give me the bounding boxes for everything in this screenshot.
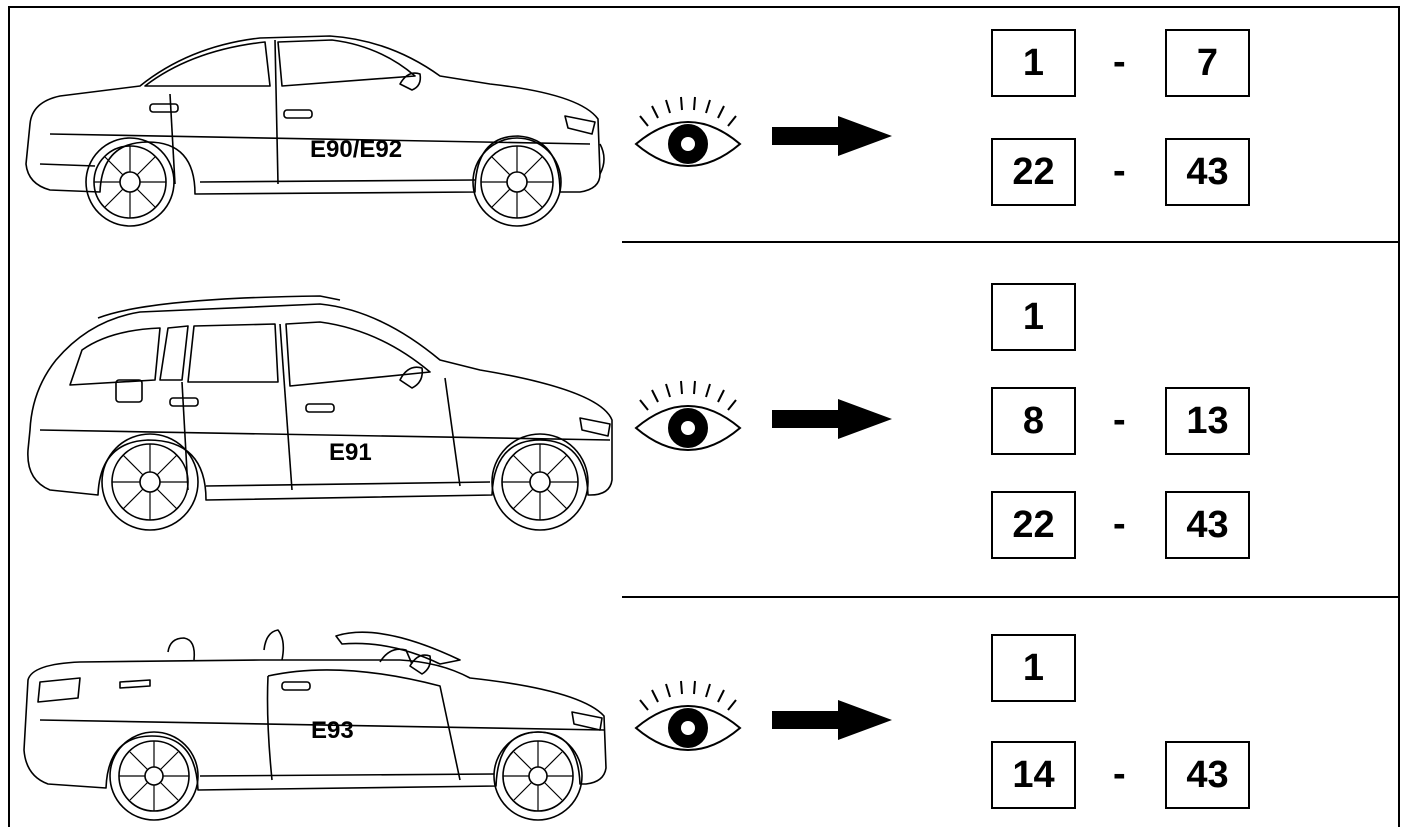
sedan-car-illustration	[20, 24, 610, 234]
range-end-box: 43	[1165, 741, 1250, 809]
arrow-right-icon	[772, 399, 892, 439]
range-dash: -	[1113, 503, 1126, 545]
range-dash: -	[1113, 399, 1126, 441]
arrow-right-icon	[772, 116, 892, 156]
model-label: E90/E92	[310, 136, 403, 163]
range-start-box: 1	[991, 283, 1076, 351]
diagram-frame	[8, 6, 1400, 827]
section-divider	[622, 241, 1400, 243]
range-end-box: 7	[1165, 29, 1250, 97]
range-start-box: 22	[991, 138, 1076, 206]
convertible-car-illustration	[20, 620, 615, 825]
eye-icon	[632, 680, 744, 760]
eye-icon	[632, 380, 744, 460]
range-end-box: 13	[1165, 387, 1250, 455]
range-dash: -	[1113, 150, 1126, 192]
touring-car-illustration	[20, 290, 620, 555]
range-end-box: 43	[1165, 491, 1250, 559]
range-start-box: 14	[991, 741, 1076, 809]
arrow-right-icon	[772, 700, 892, 740]
range-start-box: 1	[991, 634, 1076, 702]
model-label: E93	[311, 717, 354, 744]
section-divider	[622, 596, 1400, 598]
range-start-box: 1	[991, 29, 1076, 97]
eye-icon	[632, 96, 744, 176]
range-dash: -	[1113, 41, 1126, 83]
range-dash: -	[1113, 753, 1126, 795]
model-label: E91	[329, 439, 372, 466]
range-start-box: 22	[991, 491, 1076, 559]
range-start-box: 8	[991, 387, 1076, 455]
range-end-box: 43	[1165, 138, 1250, 206]
